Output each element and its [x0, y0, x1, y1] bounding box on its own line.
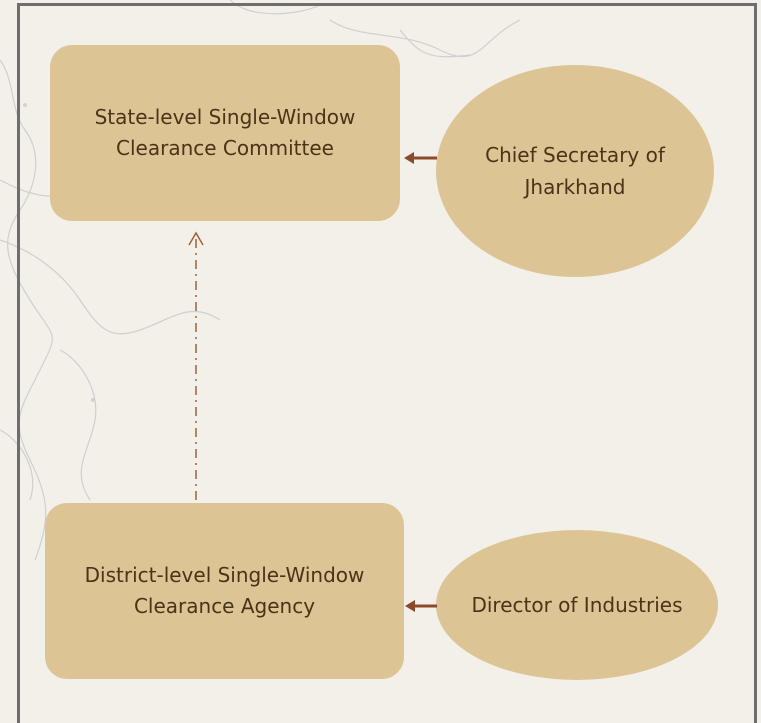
arrow-director-to-district: [405, 600, 437, 612]
chief-secretary-node: Chief Secretary of Jharkhand: [436, 65, 714, 277]
district-agency-label: District-level Single-Window Clearance A…: [84, 563, 365, 618]
state-committee-node: State-level Single-Window Clearance Comm…: [50, 45, 400, 221]
state-committee-label: State-level Single-Window Clearance Comm…: [94, 105, 356, 160]
chief-secretary-label: Chief Secretary of Jharkhand: [485, 143, 665, 199]
director-industries-node: Director of Industries: [436, 530, 718, 680]
content-frame: [17, 3, 757, 723]
arrow-district-to-state: [188, 231, 204, 500]
connector-layer: [188, 152, 437, 612]
director-industries-label: Director of Industries: [471, 593, 683, 617]
arrow-chief-to-state: [404, 152, 437, 164]
district-agency-node: District-level Single-Window Clearance A…: [45, 503, 404, 679]
